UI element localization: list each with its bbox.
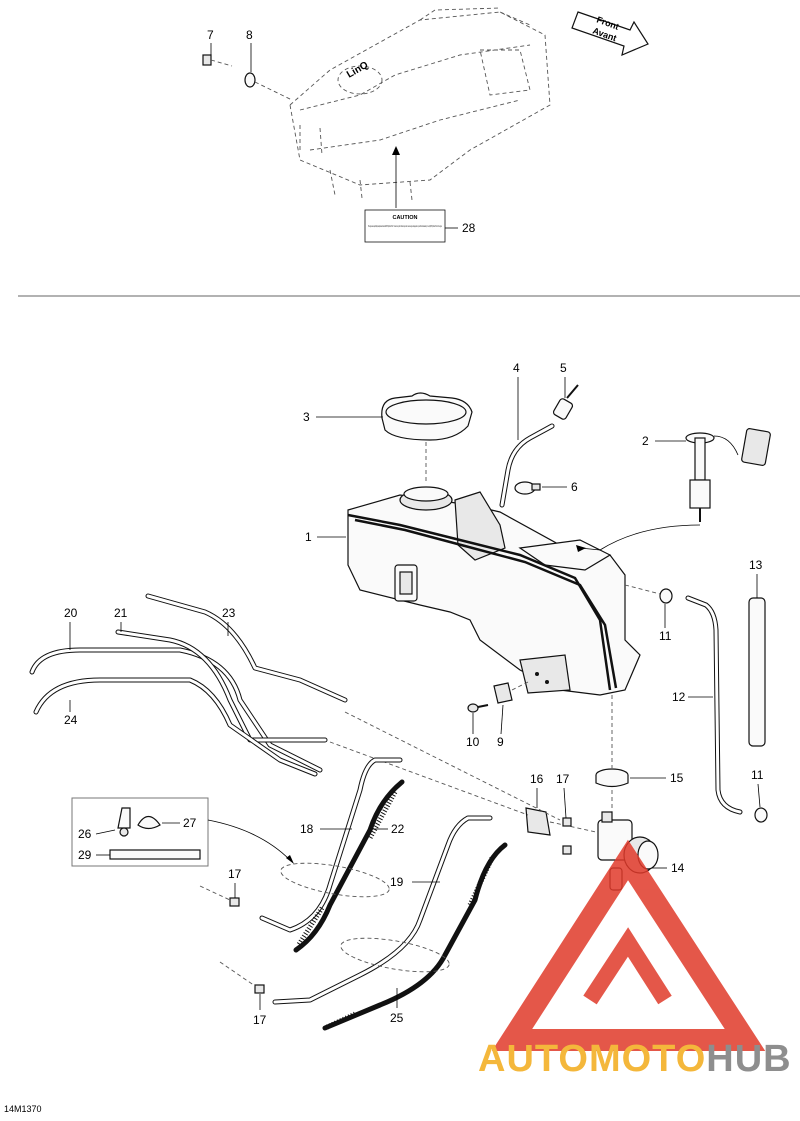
washer-8 xyxy=(244,72,293,101)
mounting-plate-16: 16 xyxy=(525,772,597,836)
hose-20: 20 xyxy=(29,606,323,773)
grommet-15: 15 xyxy=(595,695,684,788)
routing-ellipses xyxy=(280,862,450,973)
caution-decal: CAUTION This engine was specifically dev… xyxy=(364,146,446,243)
svg-text:17: 17 xyxy=(556,772,570,786)
vehicle-body-illustration xyxy=(289,7,551,201)
svg-text:14: 14 xyxy=(671,861,685,875)
svg-text:8: 8 xyxy=(246,28,253,42)
hose-25: 25 xyxy=(322,842,508,1031)
linq-logo: LinQ xyxy=(345,60,370,81)
svg-text:21: 21 xyxy=(114,606,128,620)
callouts-tank: 3 4 5 2 6 1 xyxy=(303,361,686,544)
hose-19: 19 xyxy=(272,815,493,1005)
svg-text:24: 24 xyxy=(64,713,78,727)
fitting-17-low: 17 xyxy=(219,961,267,1027)
hose-clamp-6 xyxy=(514,481,541,495)
hose-18: 18 xyxy=(259,757,403,933)
hose-13: 13 xyxy=(748,558,766,747)
svg-text:22: 22 xyxy=(391,822,405,836)
fitting-17-pump: 17 xyxy=(556,772,572,855)
svg-text:CAUTION: CAUTION xyxy=(392,215,417,221)
svg-text:25: 25 xyxy=(390,1011,404,1025)
hose-routing-line-2 xyxy=(344,711,561,821)
svg-text:11: 11 xyxy=(751,768,764,782)
svg-text:18: 18 xyxy=(300,822,314,836)
bracket-9: 9 xyxy=(493,681,529,749)
svg-text:10: 10 xyxy=(466,735,480,749)
vent-hose-4 xyxy=(499,423,555,508)
svg-text:20: 20 xyxy=(64,606,78,620)
svg-text:9: 9 xyxy=(497,735,504,749)
svg-text:4: 4 xyxy=(513,361,520,375)
tank-cap-3 xyxy=(381,392,473,482)
clip-kit-box: 26 27 29 xyxy=(71,797,294,867)
clip-26 xyxy=(117,807,131,837)
svg-text:29: 29 xyxy=(78,848,92,862)
callouts-top: 7 8 28 xyxy=(207,28,476,235)
watermark-logo xyxy=(491,839,766,1051)
screw-10: 10 xyxy=(466,703,489,749)
svg-text:28: 28 xyxy=(462,221,476,235)
svg-text:16: 16 xyxy=(530,772,544,786)
oil-tank-1 xyxy=(347,486,641,696)
svg-text:15: 15 xyxy=(670,771,684,785)
watermark-text: AUTOMOTOHUB xyxy=(478,1038,792,1080)
svg-text:11: 11 xyxy=(659,629,672,643)
svg-text:2: 2 xyxy=(642,434,649,448)
svg-text:17: 17 xyxy=(253,1013,267,1027)
strap-29 xyxy=(109,849,201,860)
svg-text:This engine was specifically d: This engine was specifically developed a… xyxy=(368,224,442,228)
svg-text:19: 19 xyxy=(390,875,404,889)
fitting-17-mid: 17 xyxy=(199,867,242,907)
svg-text:26: 26 xyxy=(78,827,92,841)
svg-text:23: 23 xyxy=(222,606,236,620)
hose-routing-line xyxy=(329,741,529,816)
clip-27 xyxy=(137,815,161,830)
svg-text:13: 13 xyxy=(749,558,763,572)
svg-text:6: 6 xyxy=(571,480,578,494)
hose-clamp-11-upper: 11 xyxy=(624,584,673,643)
hose-22: 22 xyxy=(293,779,405,953)
svg-text:1: 1 xyxy=(305,530,312,544)
svg-text:LinQ: LinQ xyxy=(345,60,370,81)
svg-text:7: 7 xyxy=(207,28,214,42)
svg-text:17: 17 xyxy=(228,867,242,881)
level-sensor-2 xyxy=(576,428,771,552)
svg-text:27: 27 xyxy=(183,816,197,830)
hose-24: 24 xyxy=(33,677,318,777)
outlet-hose-12: 12 xyxy=(672,595,743,815)
svg-text:12: 12 xyxy=(672,690,686,704)
hose-clamp-11-lower: 11 xyxy=(751,768,768,823)
bolt-7 xyxy=(202,54,233,67)
svg-text:5: 5 xyxy=(560,361,567,375)
front-direction-arrow: Front Avant xyxy=(571,11,649,57)
svg-text:3: 3 xyxy=(303,410,310,424)
hose-21: 21 xyxy=(114,606,328,743)
figure-code: 14M1370 xyxy=(4,1104,42,1114)
hose-23: 23 xyxy=(145,593,348,703)
elbow-fitting-5 xyxy=(552,384,579,420)
